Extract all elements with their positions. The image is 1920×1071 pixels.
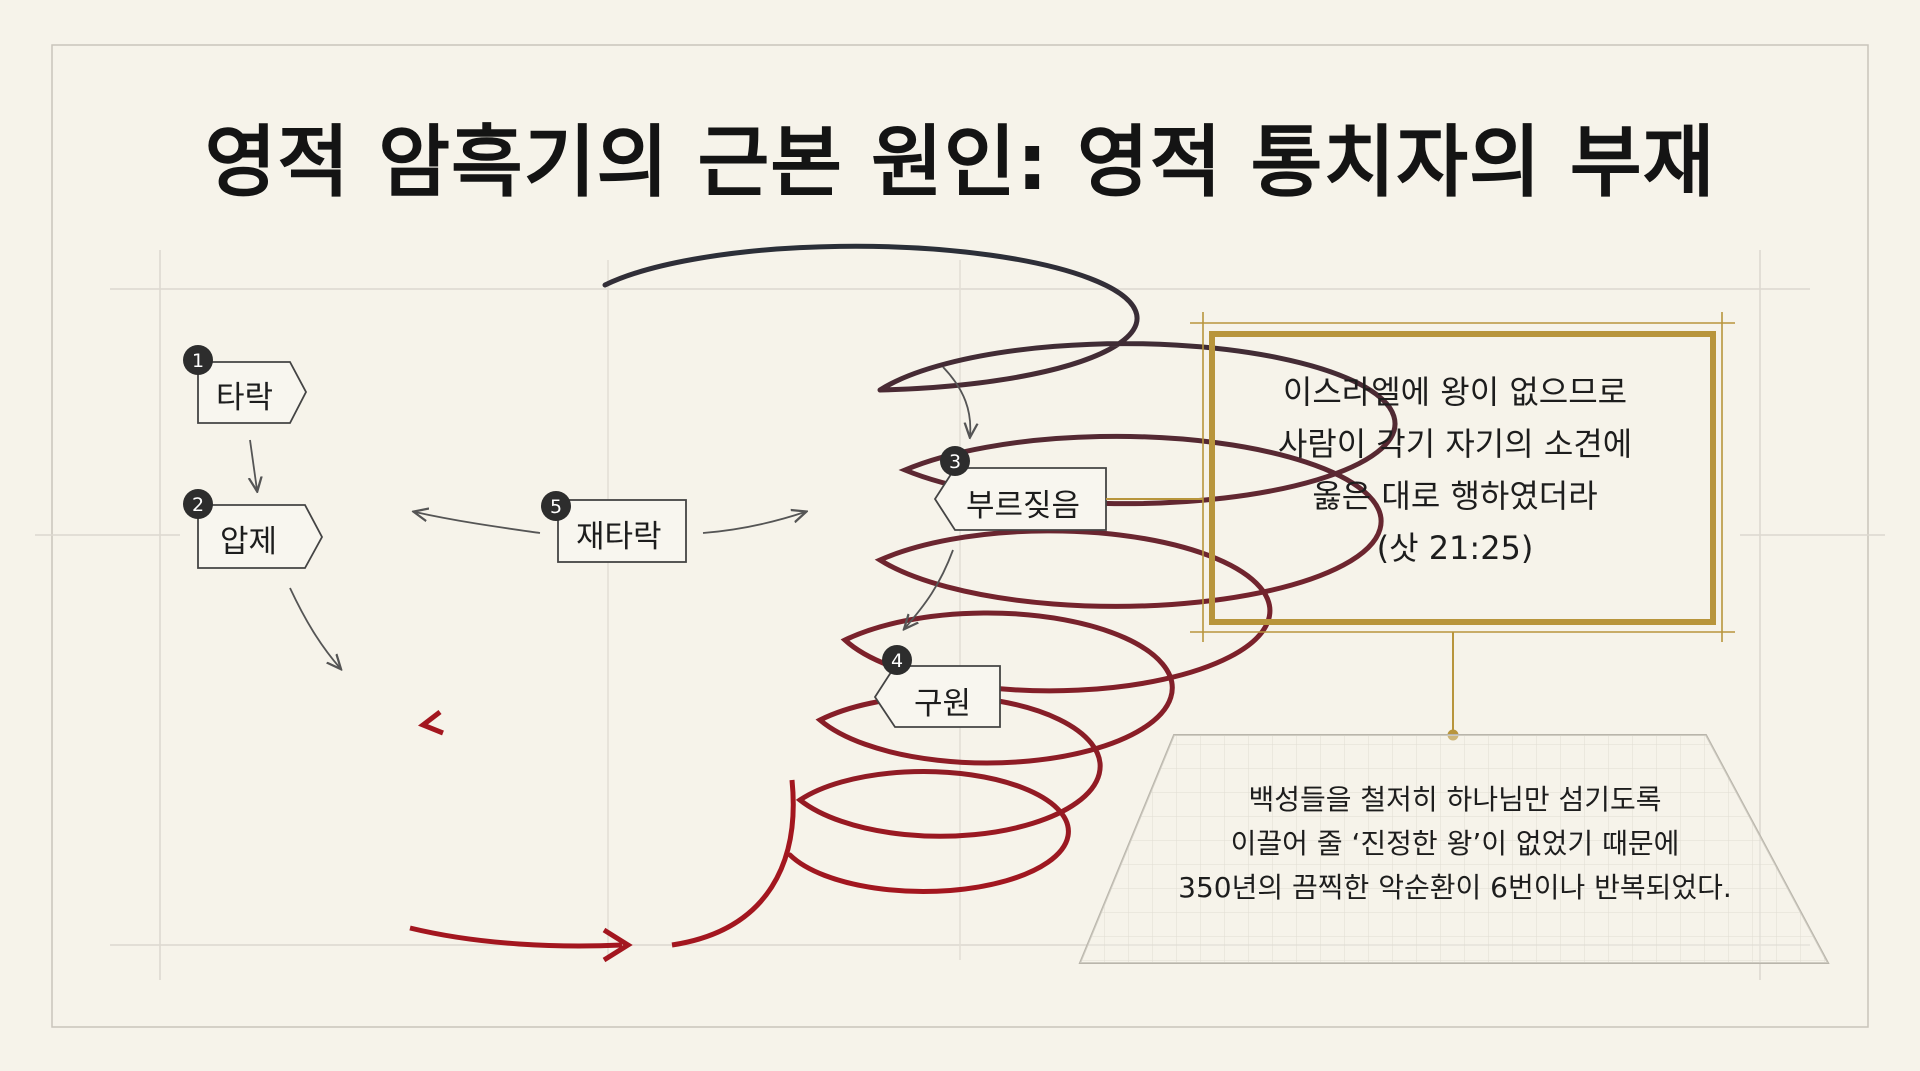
quote-line: 사람이 각기 자기의 소견에 (1277, 425, 1633, 463)
conclusion-line: 백성들을 철저히 하나님만 섬기도록 (1248, 783, 1662, 816)
quote-frame (1106, 312, 1735, 741)
label-box-5 (557, 499, 687, 563)
badge-number-3: 3 (949, 451, 961, 473)
label-box-4 (873, 665, 1001, 728)
quote-line: 옳은 대로 행하였더라 (1312, 477, 1598, 515)
badge-number-1: 1 (192, 350, 204, 372)
spiral-end-arrowhead (602, 927, 633, 963)
label-cry: 부르짖음 (966, 488, 1081, 524)
label-oppression: 압제 (220, 524, 278, 560)
page-title: 영적 암흑기의 근본 원인: 영적 통치자의 부재 (204, 118, 1716, 208)
conclusion-line: 이끌어 줄 ‘진정한 왕’이 없었기 때문에 (1230, 827, 1680, 860)
label-boxes (197, 361, 1107, 728)
label-box-2 (197, 504, 324, 569)
spiral-end-arrow (409, 925, 623, 949)
badge-number-5: 5 (550, 496, 562, 518)
label-box-3 (933, 467, 1107, 531)
quote-reference: (삿 21:25) (1376, 529, 1534, 567)
label-deliverance: 구원 (914, 686, 972, 722)
grid-plane (1078, 734, 1830, 964)
quote-line: 이스라엘에 왕이 없으므로 (1282, 373, 1628, 411)
cycle-arrows (250, 366, 970, 668)
label-fall: 타락 (216, 380, 274, 416)
spiral-inner-arrow-line (671, 779, 796, 948)
quote: 이스라엘에 왕이 없으므로 사람이 각기 자기의 소견에 옳은 대로 행하였더라… (1210, 366, 1700, 574)
spiral-mid-arrowhead (417, 710, 444, 736)
badge-number-4: 4 (891, 650, 903, 672)
label-relapse: 재타락 (576, 519, 662, 555)
spiral (409, 243, 1398, 963)
label-box-1 (197, 361, 308, 424)
number-badges: 1 2 3 4 5 (183, 345, 970, 675)
conclusion-text: 백성들을 철저히 하나님만 섬기도록 이끌어 줄 ‘진정한 왕’이 없었기 때문… (1130, 778, 1780, 910)
badge-number-2: 2 (192, 494, 204, 516)
conclusion-line: 350년의 끔찍한 악순환이 6번이나 반복되었다. (1178, 871, 1732, 904)
